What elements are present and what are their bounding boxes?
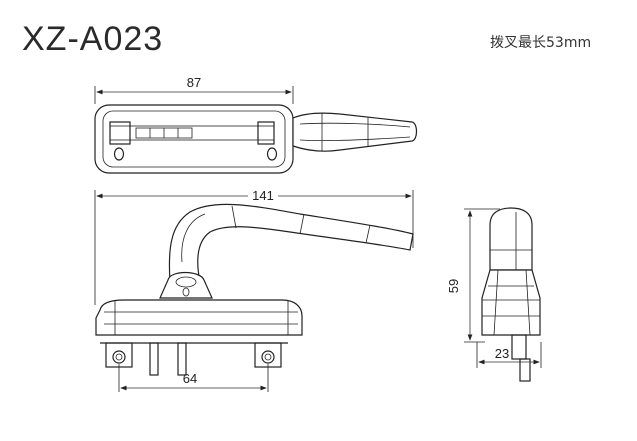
end-base (481, 269, 541, 336)
base-body (95, 299, 303, 336)
base-plate-outline (94, 104, 294, 174)
base-plate-inner (102, 110, 286, 168)
end-pin (519, 358, 531, 382)
dim-label-side-length: 141 (252, 188, 274, 203)
side-view: 141 (94, 188, 414, 392)
dim-label-top-width: 87 (187, 75, 201, 90)
spec-note: 拨叉最长53mm (490, 35, 592, 51)
dim-label-end-height: 59 (446, 279, 461, 293)
mount-hole (261, 350, 275, 364)
end-view: 59 23 (446, 207, 542, 382)
dim-label-end-width: 23 (495, 346, 509, 361)
end-stem (511, 334, 527, 360)
mount-hole (112, 350, 126, 364)
handle-arm (168, 203, 414, 283)
fork-pin (177, 342, 187, 376)
top-view: 87 (94, 75, 418, 174)
model-title: XZ-A023 (22, 20, 164, 58)
handle-hub (159, 271, 213, 299)
mounting-hole (266, 147, 278, 161)
fork-pin (149, 342, 159, 376)
slot-end-block (257, 121, 275, 145)
handle-lever-top (292, 112, 418, 152)
dim-label-bottom-spacing: 64 (183, 371, 197, 386)
end-cap (489, 207, 533, 271)
slot-end-block (109, 121, 131, 145)
mounting-hole (113, 147, 125, 161)
